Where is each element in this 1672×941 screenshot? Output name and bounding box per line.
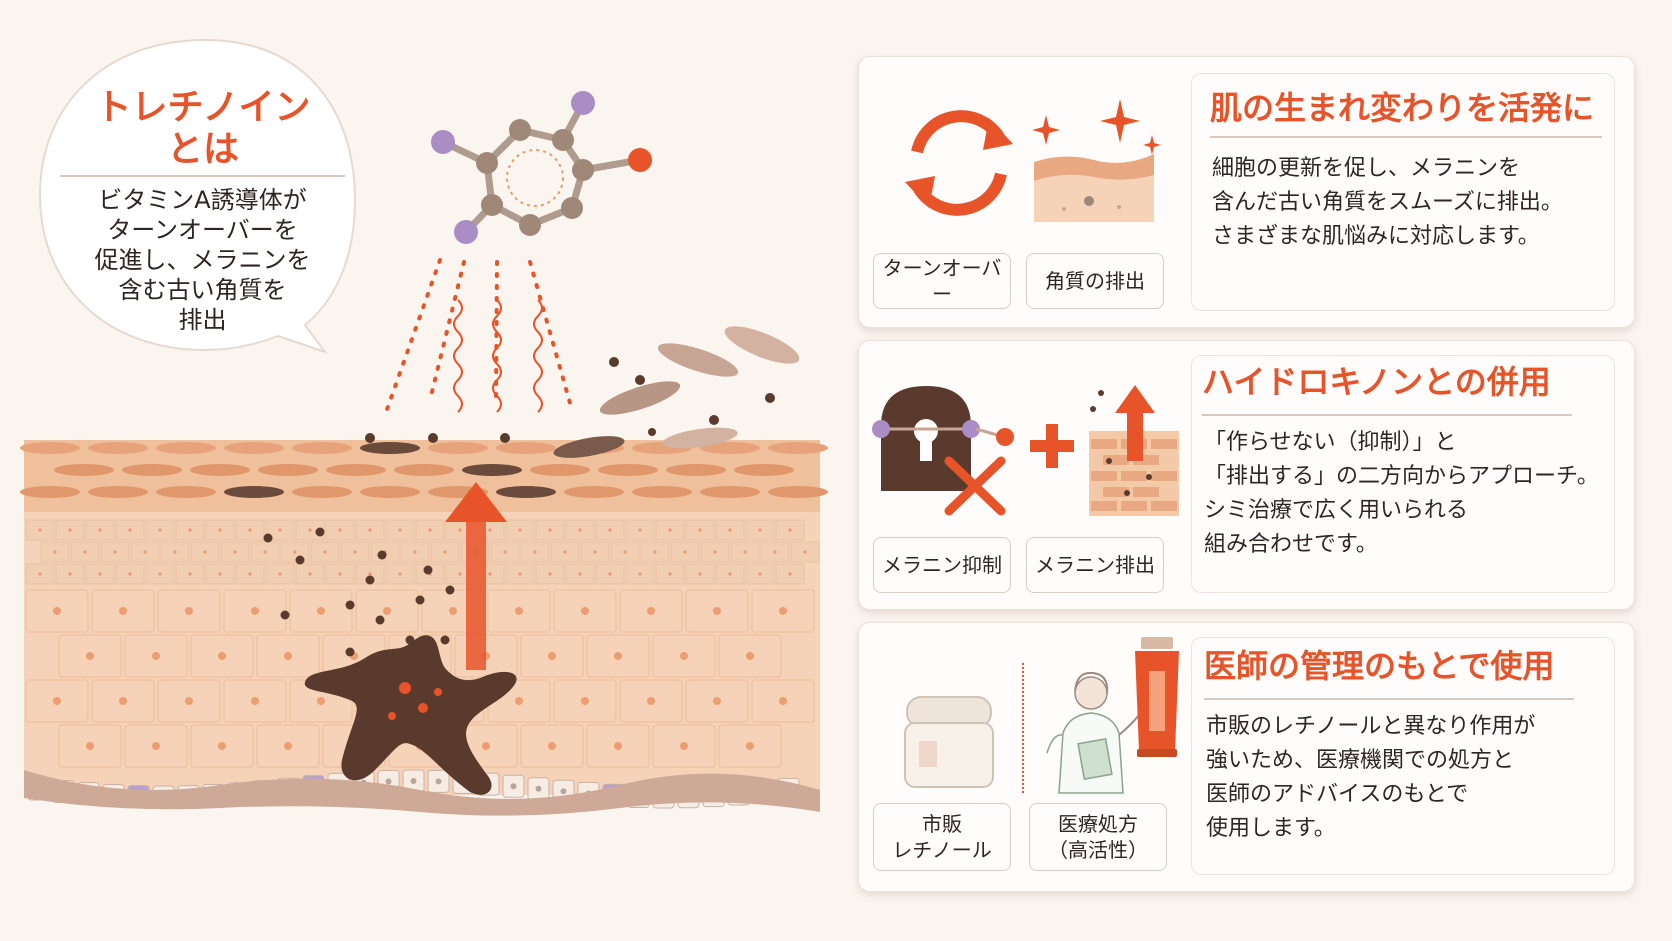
bubble-line: 排出 [178,306,227,334]
corneocyte [360,442,420,454]
card-body-line: 「作らせない（抑制）」と [1204,430,1457,455]
corneocyte [428,442,488,454]
corneocyte [224,486,284,498]
corneocyte [122,464,182,476]
tretinoin-action-lines [383,258,574,417]
card-body-line: 医師のアドバイスのもとで [1206,782,1469,807]
divider-line [1022,663,1024,793]
sparkling-skin-icon [1032,99,1161,222]
corneocyte [768,486,828,498]
refresh-cycle-icon [905,110,1013,216]
corneocyte [530,464,590,476]
card-body-line: 市販のレチノールと異なり作用が [1206,714,1536,739]
cream-jar-icon [904,696,994,788]
corneocyte [700,442,760,454]
tag-label: 医療処方 （高活性） [1048,812,1148,862]
card-text-box: ハイドロキノンとの併用 「作らせない（抑制）」と 「排出する」の二方向からアプロ… [1191,355,1615,593]
lock-block-icon [872,386,1014,516]
card-body-line: 使用します。 [1206,816,1336,841]
tag-otc-retinol: 市販 レチノール [873,803,1011,871]
tag-medical-prescription: 医療処方 （高活性） [1029,803,1167,871]
corneocyte [156,442,216,454]
card-body-line: さまざまな肌悩みに対応します。 [1212,224,1540,249]
title-divider [1210,136,1602,138]
card-body-line: 強いため、医療機関での処方と [1206,748,1515,773]
bubble-line: ターンオーバーを [107,216,298,244]
card-body-line: 細胞の更新を促し、メラニンを [1212,156,1521,181]
card-body-line: 含んだ古い角質をスムーズに排出。 [1212,190,1563,215]
tag-turnover: ターンオーバー [873,253,1011,309]
upward-arrow-icon [445,482,507,670]
tag-exfoliation: 角質の排出 [1026,253,1164,309]
corneocyte [598,464,658,476]
corneocyte [462,464,522,476]
bubble-description: ビタミンA誘導体が ターンオーバーを 促進し、メラニンを 含む古い角質を 排出 [70,185,335,335]
corneocyte [88,486,148,498]
corneocyte [292,442,352,454]
bubble-subtitle: とは [166,129,239,170]
corneocyte [666,464,726,476]
card-text-box: 医師の管理のもとで使用 市販のレチノールと異なり作用が 強いため、医療機関での処… [1191,637,1615,875]
corneocyte [632,486,692,498]
corneocyte [20,442,80,454]
card-title: 医師の管理のもとで使用 [1204,647,1555,685]
corneocyte [258,464,318,476]
corneocyte [360,486,420,498]
corneocyte [156,486,216,498]
corneocyte [394,464,454,476]
bubble-title: トレチノイン [95,87,311,128]
title-divider [1204,698,1574,700]
tag-label: 市販 レチノール [892,812,992,862]
card-body: 市販のレチノールと異なり作用が 強いため、医療機関での処方と 医師のアドバイスの… [1206,710,1535,846]
card-text-box: 肌の生まれ変わりを活発に 細胞の更新を促し、メラニンを 含んだ古い角質をスムーズ… [1191,73,1615,311]
corneocyte [54,464,114,476]
card-body: 細胞の更新を促し、メラニンを 含んだ古い角質をスムーズに排出。 さまざまな肌悩み… [1212,152,1563,254]
tag-melanin-suppression: メラニン抑制 [873,537,1011,593]
tag-melanin-excretion: メラニン排出 [1026,537,1164,593]
doctor-icon [1046,671,1140,794]
card-body: 「作らせない（抑制）」と 「排出する」の二方向からアプローチ。 シミ治療で広く用… [1204,426,1599,562]
card-doctor-supervision: 市販 レチノール 医療処方 （高活性） 医師の管理のもとで使用 市販のレチノール… [858,622,1635,892]
skin-exfoliation-arrow-icon [1089,385,1179,516]
card-title: 肌の生まれ変わりを活発に [1210,89,1595,127]
title-divider [1202,414,1572,416]
tube-icon [1135,637,1179,757]
corneocyte [326,464,386,476]
corneocyte [190,464,250,476]
card-body-line: 組み合わせです。 [1204,532,1378,557]
bubble-line: 促進し、メラニンを [94,246,311,274]
corneocyte [224,442,284,454]
flaking-corneocytes [365,326,800,458]
corneocyte [496,486,556,498]
card-title: ハイドロキノンとの併用 [1202,363,1551,401]
corneocyte [496,442,556,454]
corneocyte [20,486,80,498]
card-body-line: 「排出する」の二方向からアプローチ。 [1204,464,1599,489]
corneocyte [88,442,148,454]
speech-bubble [38,38,357,354]
bubble-line: 含む古い角質を [118,276,287,304]
card-turnover: ターンオーバー 角質の排出 肌の生まれ変わりを活発に 細胞の更新を促し、メラニン… [858,56,1635,328]
corneocyte [768,442,828,454]
corneocyte [734,464,794,476]
bubble-line: ビタミンA誘導体が [98,186,307,214]
stratum-corneum [20,440,828,512]
card-body-line: シミ治療で広く用いられる [1204,498,1469,523]
corneocyte [564,486,624,498]
melanin-particles [263,527,455,685]
retinoid-molecule-icon [431,91,652,244]
corneocyte [292,486,352,498]
corneocyte [700,486,760,498]
card-hydroquinone: メラニン抑制 メラニン排出 ハイドロキノンとの併用 「作らせない（抑制）」と 「… [858,340,1635,610]
plus-icon [1030,424,1074,468]
melanocyte-icon [304,635,517,795]
